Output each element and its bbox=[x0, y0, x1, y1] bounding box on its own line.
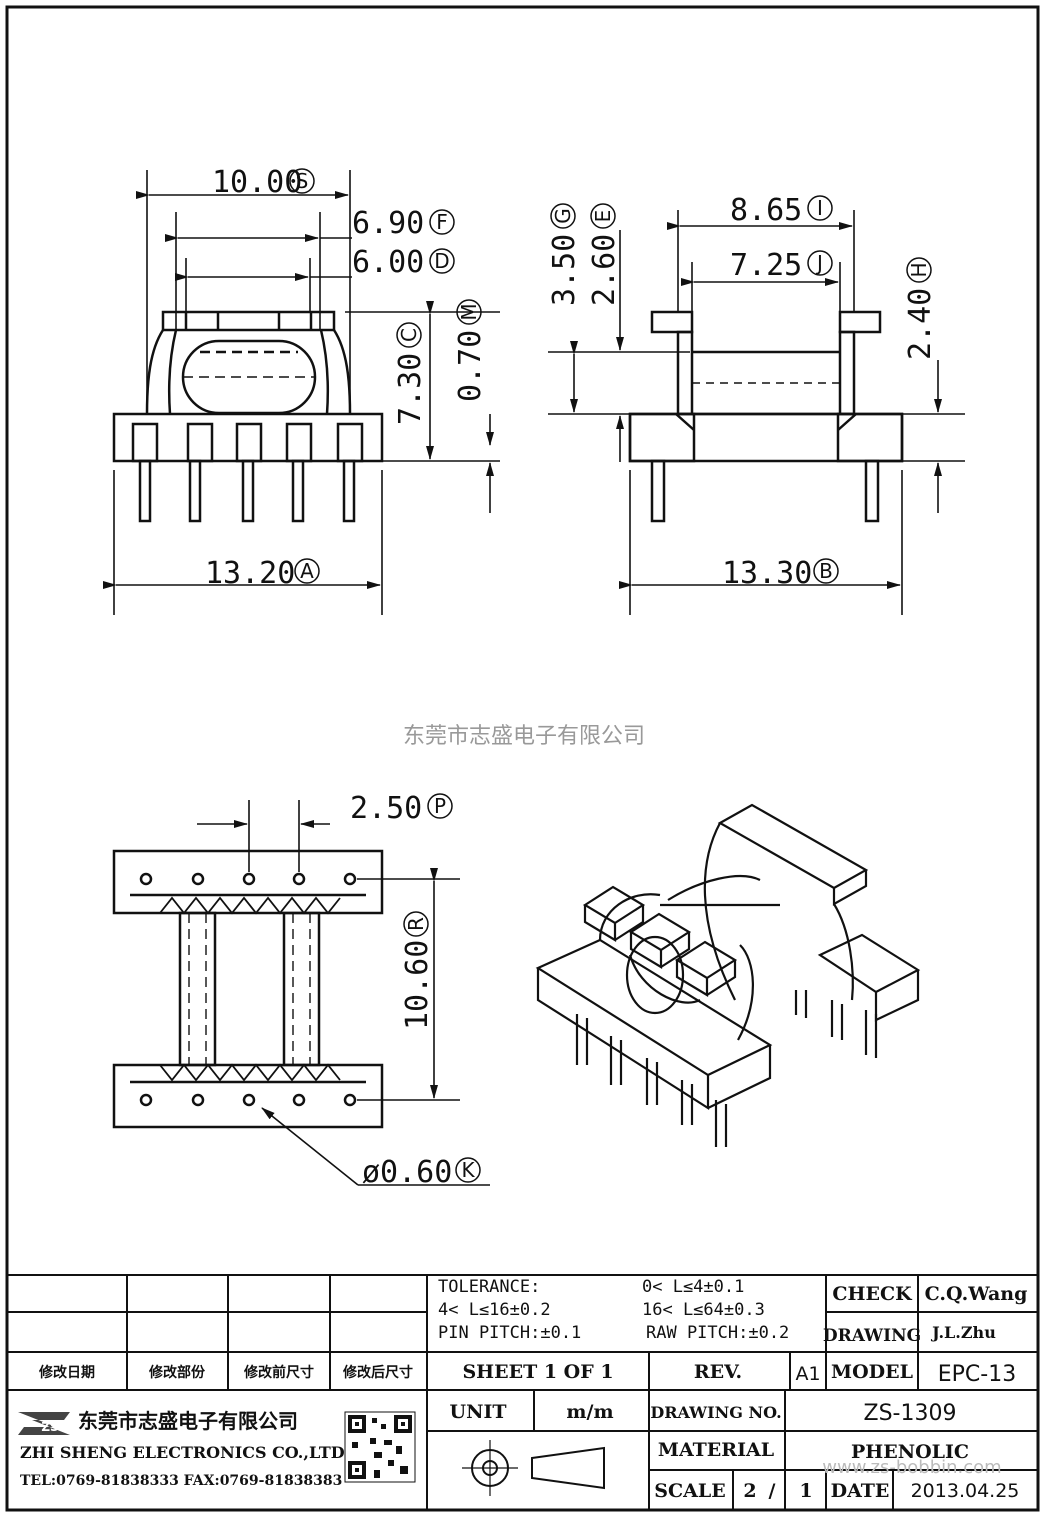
dim-value-e: 2.60 bbox=[587, 234, 622, 306]
bottom-view bbox=[112, 800, 490, 1186]
date-label: DATE bbox=[831, 1480, 890, 1502]
title-block-grid bbox=[7, 1274, 1038, 1510]
dim-ref-s: S bbox=[296, 169, 309, 193]
rev-label: REV. bbox=[694, 1361, 742, 1383]
check-label: CHECK bbox=[832, 1283, 913, 1305]
dim-value-f: 6.90 bbox=[352, 206, 424, 241]
dim-ref-m: M bbox=[457, 303, 481, 320]
dim-ref-j: J bbox=[815, 251, 823, 275]
dim-value-c: 7.30 bbox=[393, 353, 428, 425]
drawing-value: J.L.Zhu bbox=[930, 1323, 996, 1342]
model-label: MODEL bbox=[831, 1361, 913, 1383]
rev-value: A1 bbox=[795, 1363, 820, 1385]
material-label: MATERIAL bbox=[658, 1439, 774, 1461]
dim-ref-h: H bbox=[907, 262, 931, 277]
raw-pitch: RAW PITCH:±0.2 bbox=[646, 1323, 789, 1343]
title-block: 修改日期 修改部份 修改前尺寸 修改后尺寸 TOLERANCE: 0< L≤4±… bbox=[20, 1277, 1027, 1502]
dim-ref-e: E bbox=[591, 210, 615, 223]
isometric-view bbox=[535, 803, 921, 1147]
pin-pitch: PIN PITCH:±0.1 bbox=[438, 1323, 581, 1343]
rev-header-after: 修改后尺寸 bbox=[342, 1364, 413, 1381]
scale-label: SCALE bbox=[654, 1480, 725, 1502]
dim-ref-a: A bbox=[300, 559, 314, 583]
dim-ref-p: P bbox=[434, 794, 446, 818]
rev-header-before: 修改前尺寸 bbox=[243, 1364, 314, 1381]
dim-value-m: 0.70 bbox=[453, 330, 488, 402]
dim-value-k: ø0.60 bbox=[362, 1155, 452, 1190]
scale-num: 2 bbox=[743, 1480, 756, 1502]
dim-ref-g: G bbox=[551, 208, 575, 224]
scale-den: 1 bbox=[799, 1480, 812, 1502]
watermark-company: 东莞市志盛电子有限公司 bbox=[403, 724, 645, 749]
dim-value-h: 2.40 bbox=[903, 288, 938, 360]
side-view bbox=[548, 210, 965, 615]
projection-symbol-icon bbox=[462, 1440, 605, 1496]
dim-ref-k: K bbox=[461, 1158, 475, 1182]
company-en: ZHI SHENG ELECTRONICS CO.,LTD bbox=[20, 1443, 345, 1462]
dim-value-j: 7.25 bbox=[730, 248, 802, 283]
front-view bbox=[103, 170, 500, 615]
dim-value-p: 2.50 bbox=[350, 791, 422, 826]
dim-ref-b: B bbox=[819, 559, 833, 583]
dim-value-r: 10.60 bbox=[400, 940, 435, 1030]
dim-ref-d: D bbox=[434, 249, 449, 273]
dim-value-i: 8.65 bbox=[730, 193, 802, 228]
scale-sep: / bbox=[769, 1480, 776, 1502]
watermark-url: www.zs-bobbin.com bbox=[822, 1457, 1001, 1478]
drawing-label: DRAWING bbox=[823, 1326, 921, 1346]
drawing-no-value: ZS-1309 bbox=[864, 1401, 957, 1426]
tolerance-2: 4< L≤16±0.2 bbox=[438, 1300, 551, 1320]
sheet-border bbox=[5, 5, 1040, 1512]
company-contact: TEL:0769-81838333 FAX:0769-81838383 bbox=[20, 1473, 342, 1489]
check-value: C.Q.Wang bbox=[925, 1283, 1028, 1305]
dim-ref-r: R bbox=[404, 917, 428, 931]
dim-ref-f: F bbox=[436, 210, 448, 234]
bottom-view-labels: 2.50 P 10.60 R ø0.60 K bbox=[350, 791, 481, 1190]
material-value: PHENOLIC bbox=[851, 1441, 969, 1463]
tolerance-3: 16< L≤64±0.3 bbox=[642, 1300, 765, 1320]
qr-code-icon bbox=[344, 1411, 416, 1483]
rev-header-part: 修改部份 bbox=[148, 1364, 206, 1381]
dim-ref-i: I bbox=[817, 196, 823, 220]
model-value: EPC-13 bbox=[938, 1362, 1016, 1387]
tolerance-label: TOLERANCE: bbox=[438, 1277, 540, 1297]
side-view-labels: 3.50 G 2.60 E 8.65 I 7.25 J 2.40 H 13.30… bbox=[547, 193, 938, 591]
dim-value-d: 6.00 bbox=[352, 245, 424, 280]
dim-value-s: 10.00 bbox=[212, 165, 302, 200]
company-cn: 东莞市志盛电子有限公司 bbox=[78, 1409, 298, 1433]
unit-label: UNIT bbox=[450, 1401, 507, 1423]
date-value: 2013.04.25 bbox=[911, 1480, 1020, 1502]
dim-value-b: 13.30 bbox=[722, 556, 812, 591]
sheet-info: SHEET 1 OF 1 bbox=[462, 1361, 613, 1383]
unit-value: m/m bbox=[566, 1401, 613, 1423]
rev-header-date: 修改日期 bbox=[38, 1364, 95, 1381]
dim-value-a: 13.20 bbox=[205, 556, 295, 591]
logo-text: ZS bbox=[41, 1420, 58, 1434]
front-view-labels: 10.00 S 6.90 F 6.00 D 7.30 C 0.70 M 13.2… bbox=[205, 165, 488, 591]
tolerance-1: 0< L≤4±0.1 bbox=[642, 1277, 744, 1297]
company-logo-icon bbox=[18, 1412, 70, 1435]
drawing-no-label: DRAWING NO. bbox=[650, 1403, 781, 1422]
dim-ref-c: C bbox=[397, 328, 421, 342]
dim-value-g: 3.50 bbox=[547, 234, 582, 306]
